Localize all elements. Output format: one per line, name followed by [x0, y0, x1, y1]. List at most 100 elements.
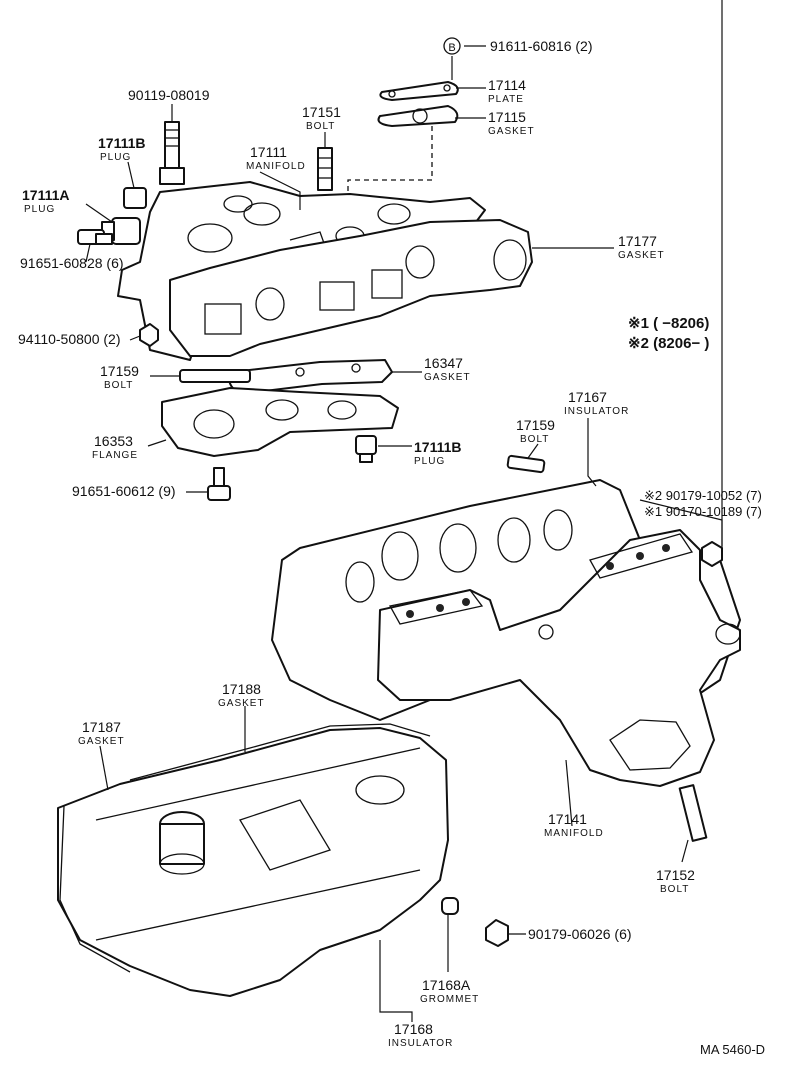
nut-94110 [139, 323, 159, 347]
part-name: BOLT [306, 121, 335, 132]
part-number: 17111A [22, 187, 70, 203]
part-number: 17159 [516, 417, 555, 433]
part-number: 17111B [414, 439, 462, 455]
callout-17188: 17188 GASKET [218, 681, 265, 709]
part-number: 17115 [488, 109, 526, 125]
part-name: PLATE [488, 94, 524, 105]
callout-91611: 91611-60816 (2) [490, 38, 592, 54]
drawing-code: MA 5460-D [700, 1042, 765, 1057]
part-number: 91651-60612 (9) [72, 483, 176, 499]
part-name: FLANGE [92, 450, 138, 461]
part-number: 17187 [82, 719, 121, 735]
callout-17114: 17114 PLATE [488, 77, 526, 105]
gasket-17115 [377, 105, 459, 127]
nut-90179-06026 [485, 919, 509, 947]
callout-17168a: 17168A GROMMET [420, 977, 479, 1005]
part-number: 17141 [548, 811, 587, 827]
part-number: 16347 [424, 355, 463, 371]
nut-90179-90170 [701, 541, 723, 567]
callout-17159-upper: 17159 BOLT [100, 363, 139, 391]
part-number: ※1 90170-10189 (7) [644, 504, 762, 519]
note-1: ※1 ( −8206) [628, 315, 709, 332]
part-name: INSULATOR [388, 1038, 453, 1049]
part-name: PLUG [100, 152, 131, 163]
callout-17187: 17187 GASKET [78, 719, 125, 747]
part-number: 17167 [568, 389, 607, 405]
gasket-17177 [169, 219, 533, 357]
part-number: 17177 [618, 233, 657, 249]
grommet-17168a [441, 897, 459, 915]
plug-17111b-lower [355, 435, 377, 463]
callout-17159-lower: 17159 BOLT [516, 417, 555, 445]
plate-17114 [379, 81, 459, 101]
callout-91651-60612: 91651-60612 (9) [72, 483, 176, 499]
part-name: PLUG [24, 204, 55, 215]
bolt-91651-60828 [77, 229, 113, 245]
part-number: 90179-06026 (6) [528, 926, 632, 942]
callout-17111b-top: 17111B PLUG [98, 135, 146, 163]
part-name: GASKET [618, 250, 665, 261]
flange-16353 [161, 387, 399, 457]
part-name: MANIFOLD [246, 161, 306, 172]
callout-17168: 17168 INSULATOR [388, 1021, 453, 1049]
part-number: 17188 [222, 681, 261, 697]
part-name: MANIFOLD [544, 828, 604, 839]
callout-90179-06026: 90179-06026 (6) [528, 926, 632, 942]
leader-lines [85, 0, 723, 1022]
callout-17111: 17111 MANIFOLD [246, 144, 306, 172]
part-name: GASKET [488, 126, 535, 137]
callout-90119: 90119-08019 [128, 87, 210, 103]
part-number: 91611-60816 (2) [490, 38, 592, 54]
callout-16347: 16347 GASKET [424, 355, 471, 383]
part-number: 17151 [302, 104, 341, 120]
callout-17177: 17177 GASKET [618, 233, 665, 261]
part-name: BOLT [520, 434, 549, 445]
insulator-17168 [57, 727, 449, 997]
part-name: INSULATOR [564, 406, 629, 417]
part-number: 17114 [488, 77, 526, 93]
part-number: 94110-50800 (2) [18, 331, 120, 347]
part-name: GASKET [218, 698, 265, 709]
callout-17111a: 17111A PLUG [22, 187, 70, 215]
part-number: 17111 [250, 144, 287, 160]
part-name: GASKET [424, 372, 471, 383]
part-number: 90119-08019 [128, 87, 210, 103]
plug-17111b-top [123, 187, 147, 209]
callout-91651-60828: 91651-60828 (6) [20, 255, 124, 271]
gasket-17188 [129, 723, 431, 781]
b-marker: B [448, 42, 455, 54]
note-2: ※2 (8206− ) [628, 335, 709, 352]
bolt-91651-60612 [207, 467, 231, 501]
callout-90179-10052: ※2 90179-10052 (7) [644, 488, 762, 503]
callout-17111b-lower: 17111B PLUG [414, 439, 462, 467]
serial-notes: ※1 ( −8206) ※2 (8206− ) [628, 315, 709, 352]
callout-17151: 17151 BOLT [302, 104, 341, 132]
part-number: 17168 [394, 1021, 433, 1037]
part-number: 16353 [94, 433, 133, 449]
part-number: 17168A [422, 977, 471, 993]
part-number: 17111B [98, 135, 146, 151]
callout-16353: 16353 FLANGE [92, 433, 138, 461]
callout-17141: 17141 MANIFOLD [544, 811, 604, 839]
exhaust-manifold-17141 [377, 529, 741, 787]
part-name: PLUG [414, 456, 445, 467]
bolt-17159-lower [506, 454, 546, 474]
part-number: 91651-60828 (6) [20, 255, 124, 271]
part-name: GROMMET [420, 994, 479, 1005]
bolt-17159-upper [179, 369, 251, 383]
callout-17167: 17167 INSULATOR [564, 389, 629, 417]
callout-17115: 17115 GASKET [488, 109, 535, 137]
bolt-90119 [159, 121, 185, 185]
part-name: BOLT [660, 884, 689, 895]
bolt-17152 [678, 784, 708, 842]
part-number: 17152 [656, 867, 695, 883]
part-number: 17159 [100, 363, 139, 379]
part-name: BOLT [104, 380, 133, 391]
gasket-17187 [59, 805, 131, 973]
b-marker-circle [443, 37, 461, 55]
part-name: GASKET [78, 736, 125, 747]
callout-90170-10189: ※1 90170-10189 (7) [644, 504, 762, 519]
callout-94110: 94110-50800 (2) [18, 331, 120, 347]
